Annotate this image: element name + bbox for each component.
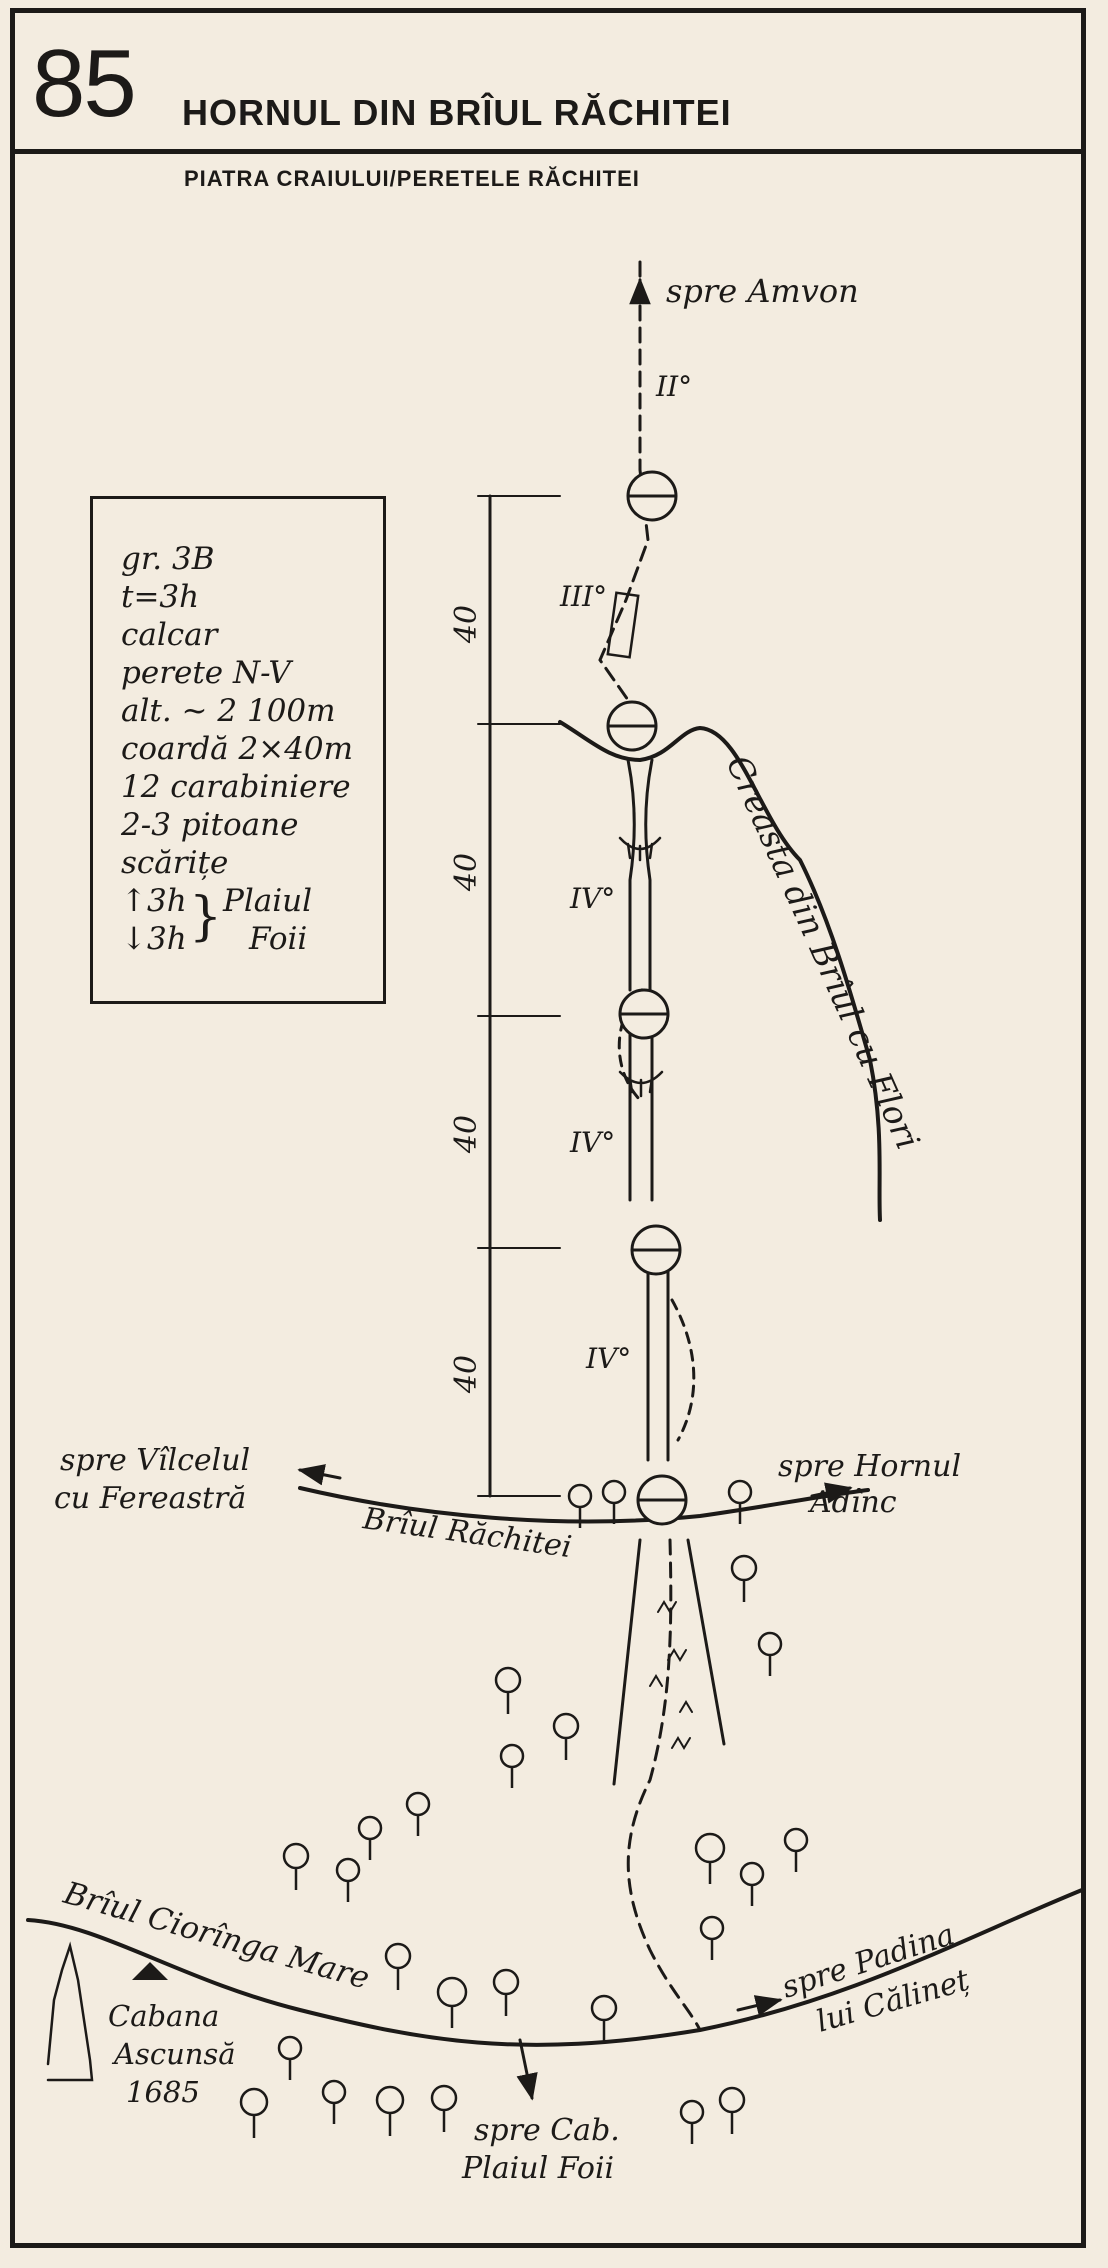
info-approach-up: ↑3h xyxy=(121,883,187,919)
route-line-upper xyxy=(598,260,650,702)
pitch-grade: III° xyxy=(559,580,607,613)
scale-label: 40 xyxy=(449,1115,484,1154)
tree-icon xyxy=(436,1976,468,2028)
info-ladders: scărițe xyxy=(121,845,229,881)
info-rock: calcar xyxy=(121,617,218,653)
tree-icon xyxy=(552,1712,580,1760)
label-briul-ciortinga: Brîul Ciorînga Mare xyxy=(59,1875,373,1997)
info-grade: gr. 3B xyxy=(121,541,215,577)
label-briul-rachitei: Brîul Răchitei xyxy=(360,1501,574,1565)
chimney xyxy=(646,1268,670,1462)
rock-block xyxy=(606,591,640,659)
route-subtitle: PIATRA CRAIULUI/PERETELE RĂCHITEI xyxy=(184,166,640,191)
tree-icon xyxy=(694,1832,726,1884)
label-hornul: spre Hornul xyxy=(778,1449,961,1484)
info-carabiners: 12 carabiniere xyxy=(121,769,351,805)
tree-icon xyxy=(239,2087,269,2138)
info-altitude: alt. ~ 2 100m xyxy=(121,693,336,729)
label-cabana-alt: 1685 xyxy=(126,2075,200,2109)
info-approach-down: ↓3h xyxy=(121,921,187,957)
cabana-icon xyxy=(132,1962,168,1980)
scale-label: 40 xyxy=(449,1355,484,1394)
tree-icon xyxy=(405,1791,431,1836)
label-spre-cab: Plaiul Foii xyxy=(461,2151,614,2186)
arrow-down xyxy=(516,2038,538,2101)
tree-icon xyxy=(699,1915,725,1960)
info-pitons: 2-3 pitoane xyxy=(121,807,299,843)
label-creasta: Creasta din Brîul cu Flori xyxy=(719,749,928,1155)
tree-icon xyxy=(739,1861,765,1906)
tree-icon xyxy=(718,2086,746,2134)
tree-icon xyxy=(357,1815,383,1860)
tree-icon xyxy=(492,1968,520,2016)
tree-icon xyxy=(567,1483,593,1528)
arrow-right xyxy=(810,1482,853,1504)
route-dash xyxy=(670,1298,696,1442)
tree-icon xyxy=(601,1479,627,1524)
tree-icon xyxy=(730,1554,758,1602)
header-bar: 85 HORNUL DIN BRÎUL RĂCHITEI xyxy=(10,8,1086,154)
label-spre-cab: spre Cab. xyxy=(474,2113,620,2148)
tree-icon xyxy=(499,1743,525,1788)
label-spre-amvon: spre Amvon xyxy=(666,272,859,310)
arrow-left xyxy=(297,1464,342,1486)
route-line-lower xyxy=(626,1538,702,2032)
tree-icon xyxy=(494,1666,522,1714)
info-approach-place: Plaiul xyxy=(223,883,313,919)
ridge-line xyxy=(558,720,882,1222)
tree-icon xyxy=(430,2084,458,2132)
pitch-grade: IV° xyxy=(569,882,615,915)
scale-label: 40 xyxy=(449,853,484,892)
info-wall: perete N-V xyxy=(121,655,291,691)
belay-station xyxy=(618,988,670,1040)
map-frame xyxy=(10,8,1086,2248)
scale-label: 40 xyxy=(449,605,484,644)
arrow-right xyxy=(736,1995,783,2017)
label-cabana: Ascunsă xyxy=(111,2037,236,2071)
chockstone xyxy=(618,1070,664,1098)
route-info-box: gr. 3B t=3h calcar perete N-V alt. ~ 2 1… xyxy=(90,496,386,1004)
label-cabana: Cabana xyxy=(108,1999,219,2033)
pitch-grade: IV° xyxy=(585,1342,631,1375)
tree-icon xyxy=(277,2035,303,2080)
chimney xyxy=(626,758,654,992)
tree-icon xyxy=(679,2099,705,2144)
label-valcel: cu Fereastră xyxy=(54,1481,246,1516)
rock-spire xyxy=(46,1941,94,2082)
label-hornul: Adînc xyxy=(807,1485,897,1520)
brace-icon: } xyxy=(189,887,223,947)
tree-icon xyxy=(783,1827,809,1872)
chockstone xyxy=(618,836,662,862)
tree-icon xyxy=(590,1994,618,2042)
tree-icon xyxy=(321,2079,347,2124)
belay-station xyxy=(626,470,678,522)
pitch-grade: IV° xyxy=(569,1126,615,1159)
belay-station xyxy=(636,1474,688,1526)
info-time: t=3h xyxy=(121,579,200,615)
belay-station xyxy=(630,1224,682,1276)
info-rope: coardă 2×40m xyxy=(121,731,354,767)
route-title: HORNUL DIN BRÎUL RĂCHITEI xyxy=(182,92,732,133)
tree-icon xyxy=(282,1842,310,1890)
tree-icon xyxy=(384,1942,412,1990)
grass xyxy=(649,1600,693,1750)
info-approach-place: Foii xyxy=(249,921,308,957)
belay-station xyxy=(606,700,658,752)
tree-icon xyxy=(757,1631,783,1676)
ledge-briul-ciortinga xyxy=(26,1888,1084,2047)
tree-icon xyxy=(335,1857,361,1902)
pitch-grade: II° xyxy=(655,370,692,403)
tree-icon xyxy=(375,2085,405,2136)
gully xyxy=(612,1538,726,1786)
route-number: 85 xyxy=(32,30,137,137)
chimney xyxy=(628,1030,654,1202)
label-valcel: spre Vîlcelul xyxy=(60,1443,250,1478)
tree-icon xyxy=(727,1479,753,1524)
